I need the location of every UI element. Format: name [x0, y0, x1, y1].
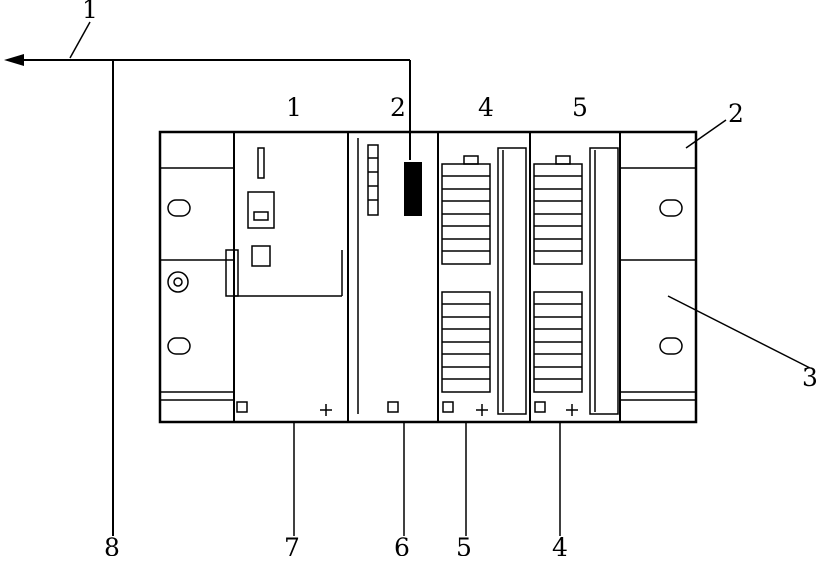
bottom-label-cpu: 6	[394, 533, 410, 556]
arrow-label: 1	[82, 0, 98, 24]
signal-module-a	[441, 132, 531, 422]
side-label-rail: 3	[802, 363, 818, 392]
bottom-label-cable: 8	[104, 533, 120, 556]
bottom-label-power: 7	[284, 533, 300, 556]
top-label-power-supply: 1	[286, 93, 302, 122]
bottom-label-module-a: 5	[456, 533, 472, 556]
top-label-module-a: 4	[478, 93, 494, 122]
top-label-cpu: 2	[390, 93, 406, 122]
left-rail-end	[160, 132, 235, 422]
mounting-rail-outline	[158, 130, 698, 424]
signal-module-b	[533, 132, 621, 422]
network-cable-line	[4, 21, 411, 536]
power-supply-module	[225, 132, 349, 422]
bottom-label-module-b: 4	[552, 533, 568, 556]
right-rail-end	[620, 167, 696, 401]
leader-lines	[293, 119, 811, 536]
top-label-module-b: 5	[572, 93, 588, 122]
cpu-module	[357, 132, 439, 422]
top-label-right: 2	[728, 99, 744, 128]
